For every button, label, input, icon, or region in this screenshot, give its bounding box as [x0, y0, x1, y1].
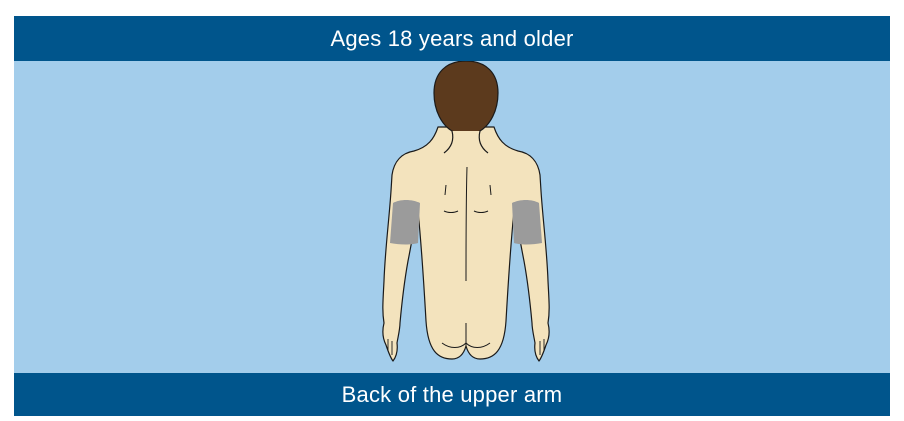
injection-site-footer: Back of the upper arm: [14, 373, 890, 416]
neck: [448, 131, 484, 151]
body-figure-area: [14, 61, 890, 373]
injection-site-caption: Back of the upper arm: [342, 382, 563, 407]
left-upper-arm-highlight: [390, 200, 420, 245]
age-group-header: Ages 18 years and older: [14, 16, 890, 61]
right-upper-arm-highlight: [512, 200, 542, 245]
back-view-figure: [14, 61, 890, 373]
illustration-panel: Ages 18 years and older Back: [14, 16, 890, 416]
head-hair: [434, 61, 498, 133]
age-group-title: Ages 18 years and older: [330, 26, 573, 51]
